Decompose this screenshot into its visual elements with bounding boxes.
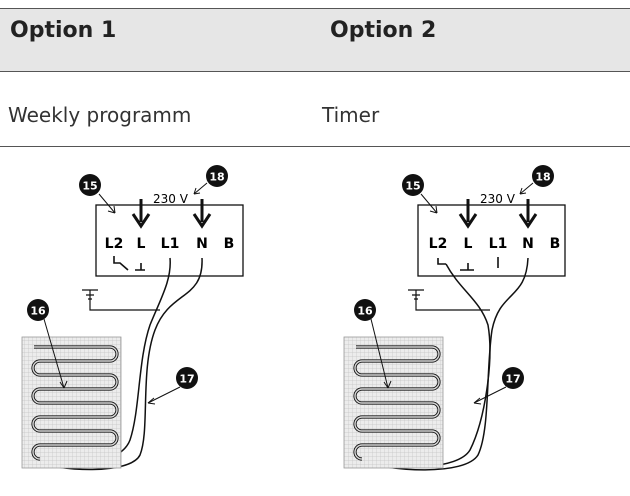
table-bottom-rule bbox=[0, 146, 630, 147]
callout-15 bbox=[402, 174, 424, 196]
terminal-label-b: B bbox=[224, 236, 235, 252]
svg-text:15: 15 bbox=[405, 180, 420, 193]
voltage-label: 230 V bbox=[153, 192, 189, 206]
svg-text:15: 15 bbox=[82, 180, 97, 193]
terminal-label-n: N bbox=[196, 236, 208, 252]
relay-switch-symbol bbox=[437, 257, 499, 271]
earth-symbol bbox=[408, 289, 490, 311]
terminal-label-n: N bbox=[522, 236, 534, 252]
callout-17 bbox=[176, 367, 198, 389]
terminal-label-b: B bbox=[550, 236, 561, 252]
callout-15 bbox=[79, 174, 101, 196]
terminal-label-l1: L1 bbox=[489, 236, 508, 252]
svg-text:17: 17 bbox=[179, 373, 194, 386]
svg-text:17: 17 bbox=[505, 373, 520, 386]
terminal-label-l2: L2 bbox=[429, 236, 448, 252]
earth-symbol bbox=[82, 289, 160, 311]
svg-text:18: 18 bbox=[209, 171, 224, 184]
svg-text:18: 18 bbox=[535, 171, 550, 184]
terminal-label-l: L bbox=[137, 236, 146, 252]
terminal-label-l1: L1 bbox=[161, 236, 180, 252]
column-header-option-1: Option 1 bbox=[10, 18, 117, 43]
terminal-label-l: L bbox=[464, 236, 473, 252]
voltage-label: 230 V bbox=[480, 192, 516, 206]
callout-17 bbox=[502, 367, 524, 389]
terminal-label-l2: L2 bbox=[105, 236, 124, 252]
table-header-row bbox=[0, 8, 630, 72]
callout-16 bbox=[354, 299, 376, 321]
relay-switch-symbol bbox=[113, 256, 145, 271]
cell-timer: Timer bbox=[322, 103, 380, 127]
callout-18 bbox=[532, 165, 554, 187]
column-header-option-2: Option 2 bbox=[330, 18, 437, 43]
svg-text:16: 16 bbox=[30, 305, 46, 318]
svg-text:16: 16 bbox=[357, 305, 373, 318]
cell-weekly-programm: Weekly programm bbox=[8, 103, 192, 127]
diagram-option-1: L2 L L1 N B 230 V 15 18 bbox=[21, 165, 244, 471]
diagram-option-2: L2 L L1 N B 230 V 15 18 bbox=[343, 165, 566, 471]
callout-18 bbox=[206, 165, 228, 187]
callout-16 bbox=[27, 299, 49, 321]
